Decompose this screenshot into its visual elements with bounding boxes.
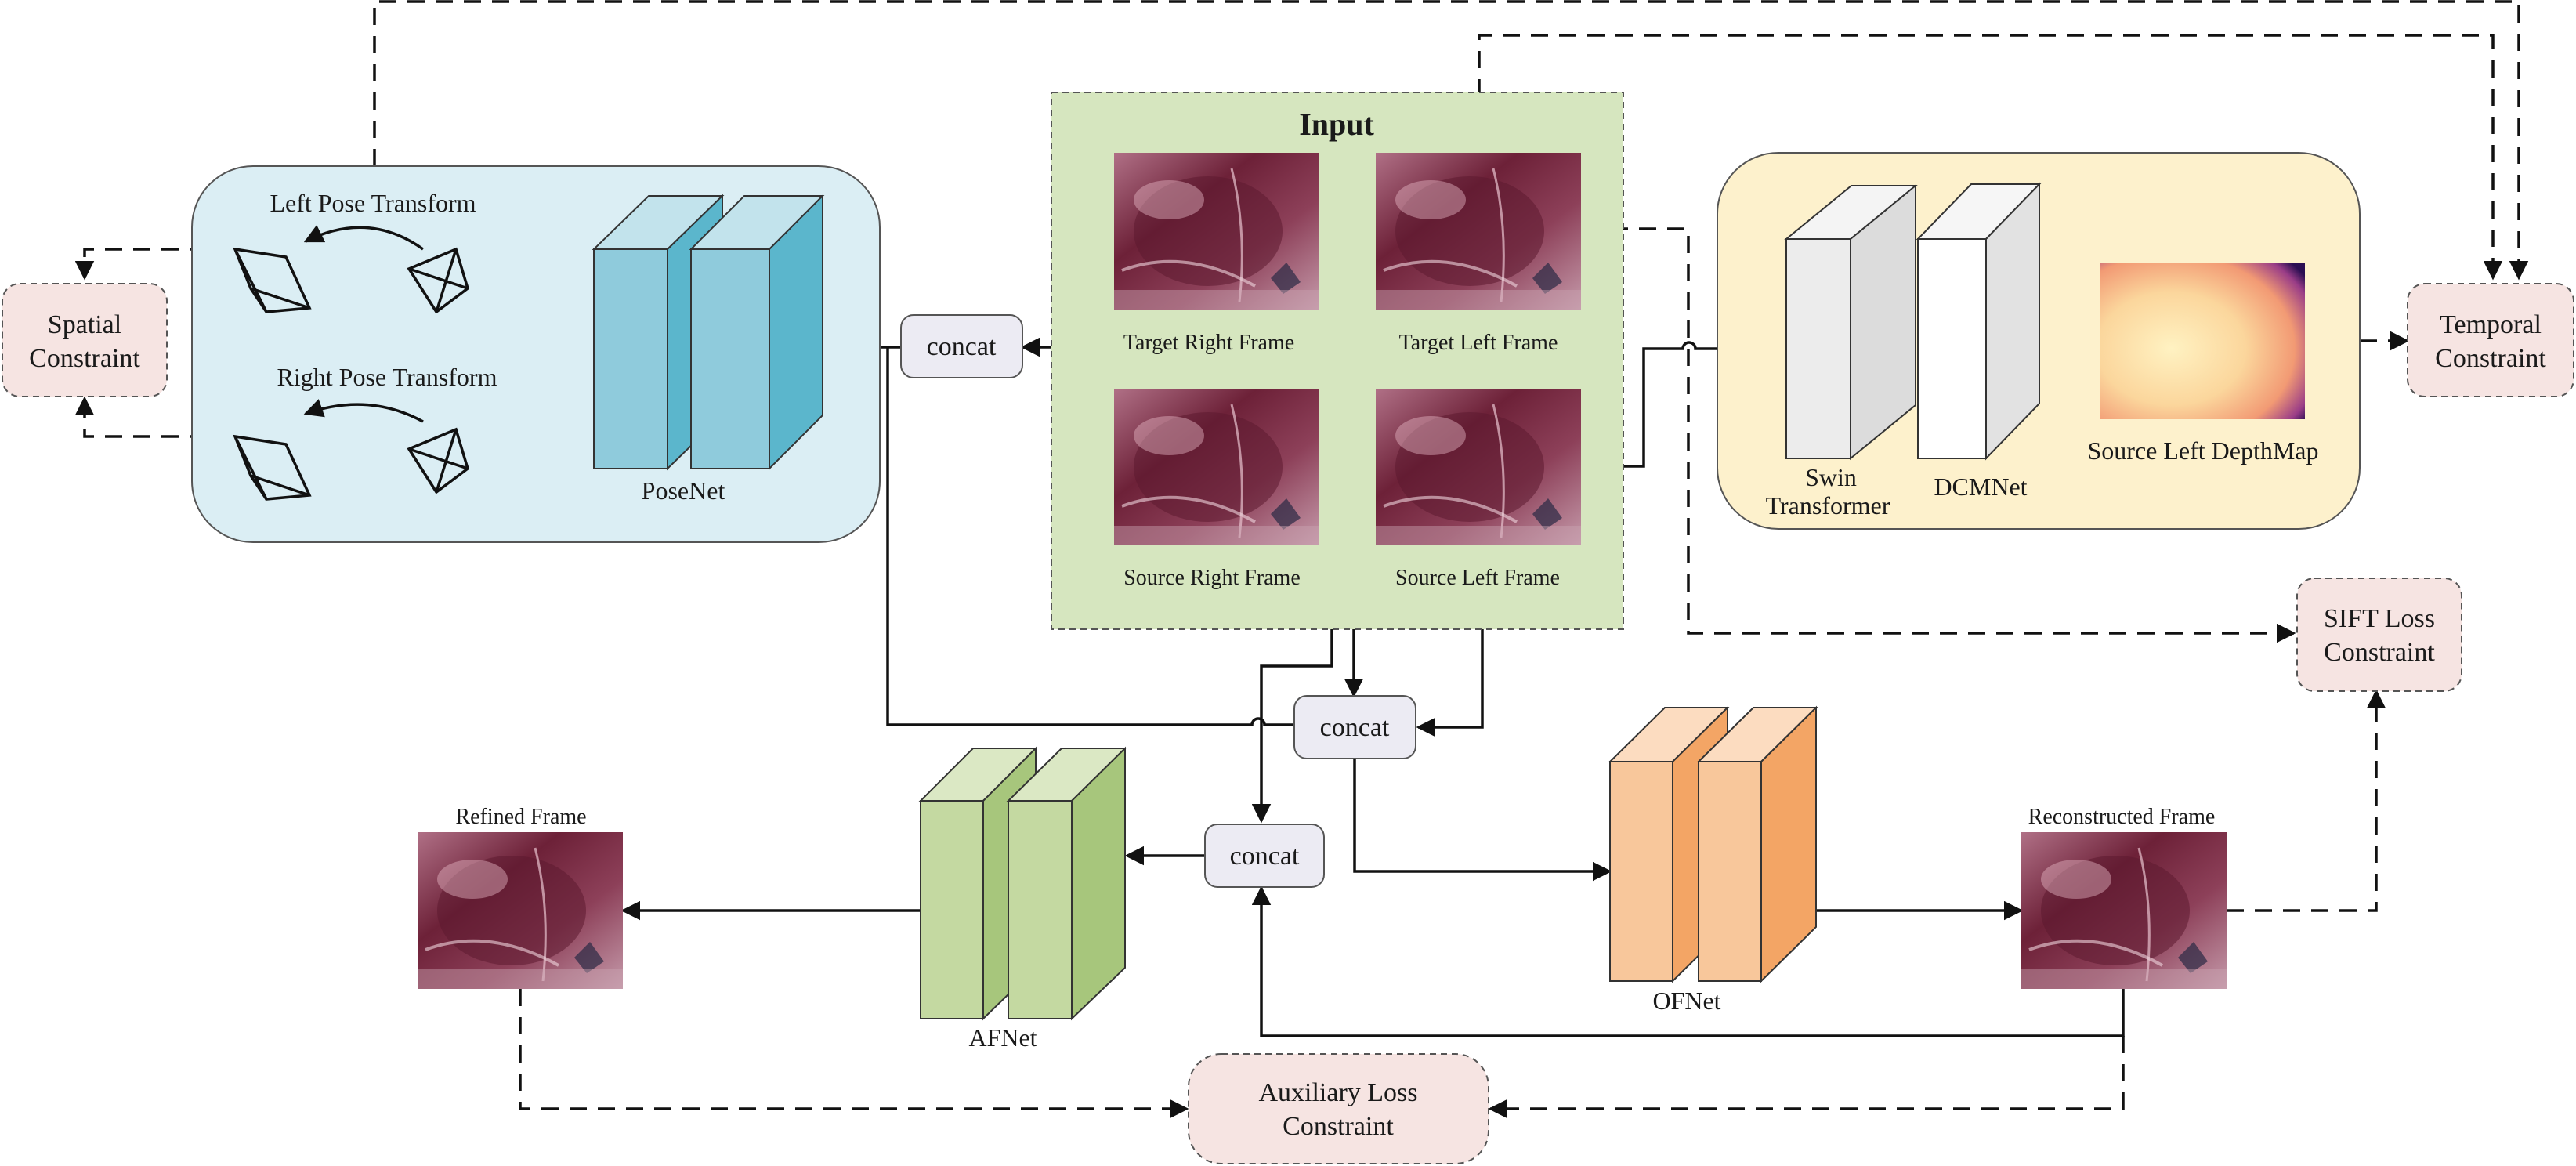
arrow-source-left-to-swin [1583, 339, 1789, 468]
target-left-frame-label: Target Left Frame [1399, 331, 1558, 355]
swin-label-line2: Transformer [1766, 491, 1890, 520]
dcmnet-block [1916, 182, 2042, 461]
temporal-constraint: Temporal Constraint [2407, 283, 2574, 397]
dcmnet-label: DCMNet [1934, 473, 2027, 501]
concat-lower-label: concat [1320, 713, 1390, 742]
concat-pose-label: concat [927, 332, 997, 361]
afnet-block [918, 746, 1127, 1021]
posenet-label: PoseNet [642, 476, 725, 505]
aux-constraint-line1: Auxiliary Loss [1258, 1078, 1417, 1107]
dashed-arrow-left-pose-to-spatial [74, 248, 235, 281]
temporal-constraint-line2: Constraint [2435, 344, 2546, 373]
depth-map-image [2100, 263, 2305, 419]
spatial-constraint-line1: Spatial [48, 310, 121, 339]
left-pose-curve-arrow [303, 225, 425, 251]
dashed-arrow-reconstructed-to-aux [1488, 1036, 2125, 1119]
depth-map-label: Source Left DepthMap [2087, 436, 2318, 465]
arrow-source-left-to-lower-concat [1416, 593, 1484, 737]
concat-pose: concat [900, 314, 1023, 378]
target-right-frame-label: Target Right Frame [1123, 331, 1294, 355]
input-panel: Input Target Right Frame Target Left Fra… [1051, 92, 1624, 630]
spatial-constraint-line2: Constraint [29, 344, 140, 373]
right-pose-curve-arrow [303, 399, 424, 423]
reconstructed-frame-image [2020, 831, 2228, 990]
temporal-constraint-line1: Temporal [2440, 310, 2542, 339]
dashed-arrow-refined-to-aux [519, 989, 1189, 1119]
ofnet-label: OFNet [1652, 987, 1720, 1015]
spatial-constraint: Spatial Constraint [2, 283, 168, 397]
arrow-lower-concat-to-ofnet [1353, 759, 1612, 882]
auxiliary-loss-constraint: Auxiliary Loss Constraint [1188, 1053, 1489, 1164]
depth-panel: Swin Transformer DCMNet Source Left Dept… [1717, 152, 2361, 530]
sift-constraint-line2: Constraint [2324, 638, 2435, 667]
source-left-frame-label: Source Left Frame [1395, 566, 1560, 590]
input-title: Input [1299, 107, 1374, 142]
arrow-reconstructed-to-af-concat [1251, 885, 2125, 1037]
dashed-arrow-right-pose-to-spatial [74, 396, 235, 438]
refined-frame-image [416, 831, 624, 990]
source-left-frame-image [1374, 387, 1583, 547]
ofnet-block [1608, 705, 1818, 983]
source-right-frame-image [1113, 387, 1321, 547]
concat-afnet: concat [1204, 824, 1325, 888]
swin-transformer-block [1784, 183, 1918, 461]
concat-lower: concat [1293, 695, 1416, 759]
target-left-frame-image [1374, 151, 1583, 311]
swin-label-line1: Swin [1805, 463, 1857, 491]
sift-loss-constraint: SIFT Loss Constraint [2296, 578, 2462, 692]
pose-panel: Left Pose Transform Right Pose Transform… [191, 165, 881, 543]
left-pose-transform-label: Left Pose Transform [270, 189, 476, 217]
afnet-label: AFNet [968, 1023, 1037, 1052]
concat-afnet-label: concat [1230, 842, 1300, 871]
right-pose-transform-label: Right Pose Transform [277, 363, 497, 391]
source-right-frame-label: Source Right Frame [1123, 566, 1301, 590]
refined-frame-label: Refined Frame [455, 805, 586, 829]
line-pose-to-lower-concat [886, 347, 1294, 726]
dashed-arrow-reconstructed-to-sift [2227, 689, 2386, 912]
sift-constraint-line1: SIFT Loss [2324, 604, 2435, 633]
posenet-block [592, 194, 825, 471]
reconstructed-frame-label: Reconstructed Frame [2028, 805, 2216, 829]
aux-constraint-line2: Constraint [1283, 1112, 1394, 1141]
target-right-frame-image [1113, 151, 1321, 311]
